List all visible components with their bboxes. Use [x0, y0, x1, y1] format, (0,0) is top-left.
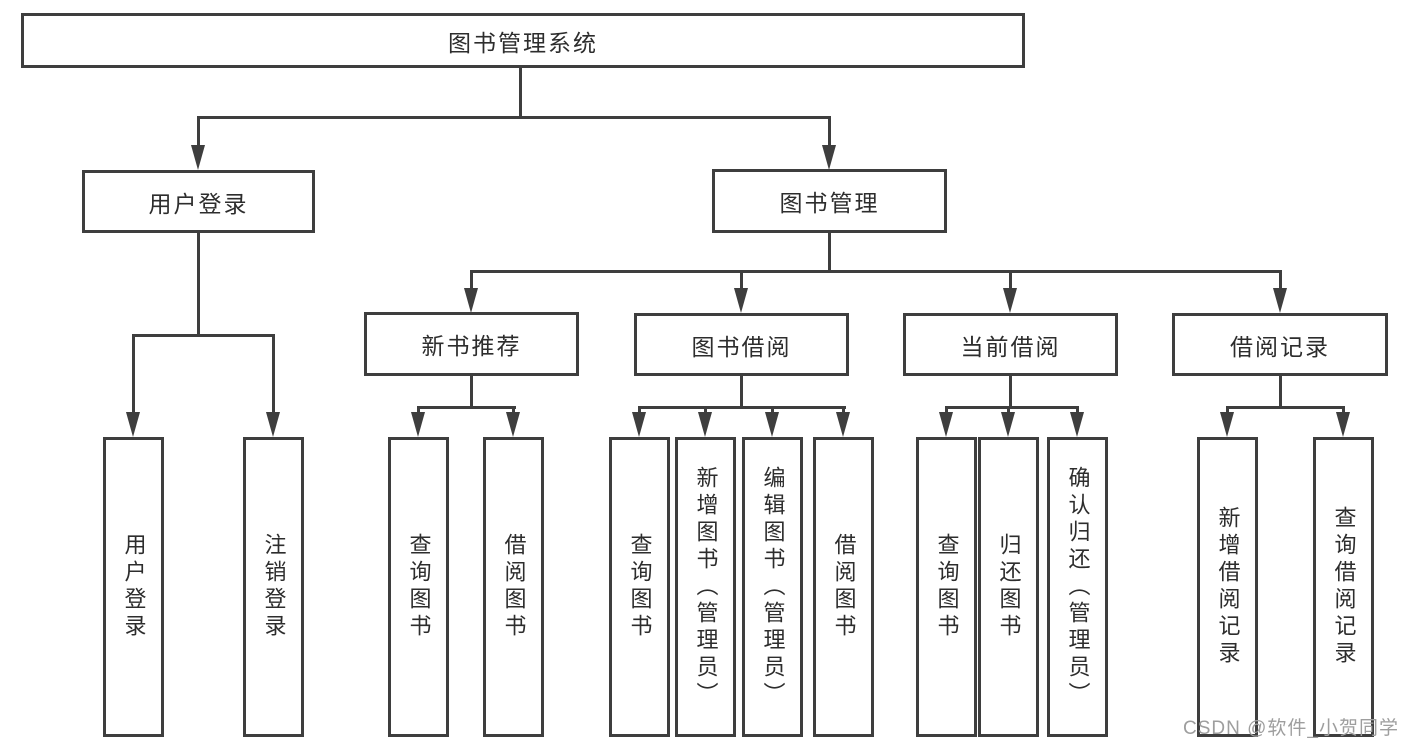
arrow-down-icon — [734, 288, 748, 313]
connector-line — [470, 270, 1282, 273]
arrow-down-icon — [1336, 412, 1350, 437]
arrow-down-icon — [411, 412, 425, 437]
connector-line — [1279, 272, 1282, 290]
arrow-down-icon — [191, 145, 205, 170]
connector-line — [1226, 406, 1345, 409]
connector-line — [197, 233, 200, 336]
arrow-down-icon — [464, 288, 478, 313]
connector-line — [638, 406, 846, 409]
arrow-down-icon — [939, 412, 953, 437]
leaf-confirm-return-admin: 确认归还（管理员） — [1047, 437, 1108, 737]
leaf-add-book-admin: 新增图书（管理员） — [675, 437, 736, 737]
connector-line — [1279, 376, 1282, 409]
leaf-query-books-2: 查询图书 — [609, 437, 670, 737]
leaf-query-borrow-record: 查询借阅记录 — [1313, 437, 1374, 737]
leaf-edit-book-admin: 编辑图书（管理员） — [742, 437, 803, 737]
connector-line — [1009, 272, 1012, 290]
leaf-return-book: 归还图书 — [978, 437, 1039, 737]
connector-line — [828, 118, 831, 150]
arrow-down-icon — [1220, 412, 1234, 437]
arrow-down-icon — [1003, 288, 1017, 313]
arrow-down-icon — [266, 412, 280, 437]
connector-line — [417, 406, 516, 409]
leaf-user-login: 用户登录 — [103, 437, 164, 737]
node-book-management: 图书管理 — [712, 169, 947, 233]
node-current-borrow: 当前借阅 — [903, 313, 1118, 376]
node-new-book-recommend: 新书推荐 — [364, 312, 579, 376]
connector-line — [470, 272, 473, 290]
leaf-add-borrow-record: 新增借阅记录 — [1197, 437, 1258, 737]
node-user-login: 用户登录 — [82, 170, 315, 233]
leaf-query-books-1: 查询图书 — [388, 437, 449, 737]
connector-line — [197, 116, 831, 119]
arrow-down-icon — [1273, 288, 1287, 313]
connector-line — [197, 118, 200, 150]
arrow-down-icon — [1001, 412, 1015, 437]
csdn-watermark: CSDN @软件_小贺同学 — [1183, 718, 1399, 739]
leaf-logout: 注销登录 — [243, 437, 304, 737]
leaf-query-books-3: 查询图书 — [916, 437, 977, 737]
node-book-borrow: 图书借阅 — [634, 313, 849, 376]
connector-line — [740, 272, 743, 290]
node-root: 图书管理系统 — [21, 13, 1025, 68]
connector-line — [740, 376, 743, 409]
connector-line — [132, 334, 275, 337]
arrow-down-icon — [506, 412, 520, 437]
node-borrow-records: 借阅记录 — [1172, 313, 1388, 376]
arrow-down-icon — [632, 412, 646, 437]
connector-line — [272, 336, 275, 414]
arrow-down-icon — [765, 412, 779, 437]
arrow-down-icon — [1070, 412, 1084, 437]
arrow-down-icon — [822, 145, 836, 170]
connector-line — [1009, 376, 1012, 409]
leaf-borrow-books-1: 借阅图书 — [483, 437, 544, 737]
arrow-down-icon — [698, 412, 712, 437]
connector-line — [945, 406, 1079, 409]
connector-line — [132, 336, 135, 414]
arrow-down-icon — [836, 412, 850, 437]
connector-line — [470, 376, 473, 409]
connector-line — [519, 68, 522, 118]
leaf-borrow-books-2: 借阅图书 — [813, 437, 874, 737]
connector-line — [828, 233, 831, 272]
arrow-down-icon — [126, 412, 140, 437]
